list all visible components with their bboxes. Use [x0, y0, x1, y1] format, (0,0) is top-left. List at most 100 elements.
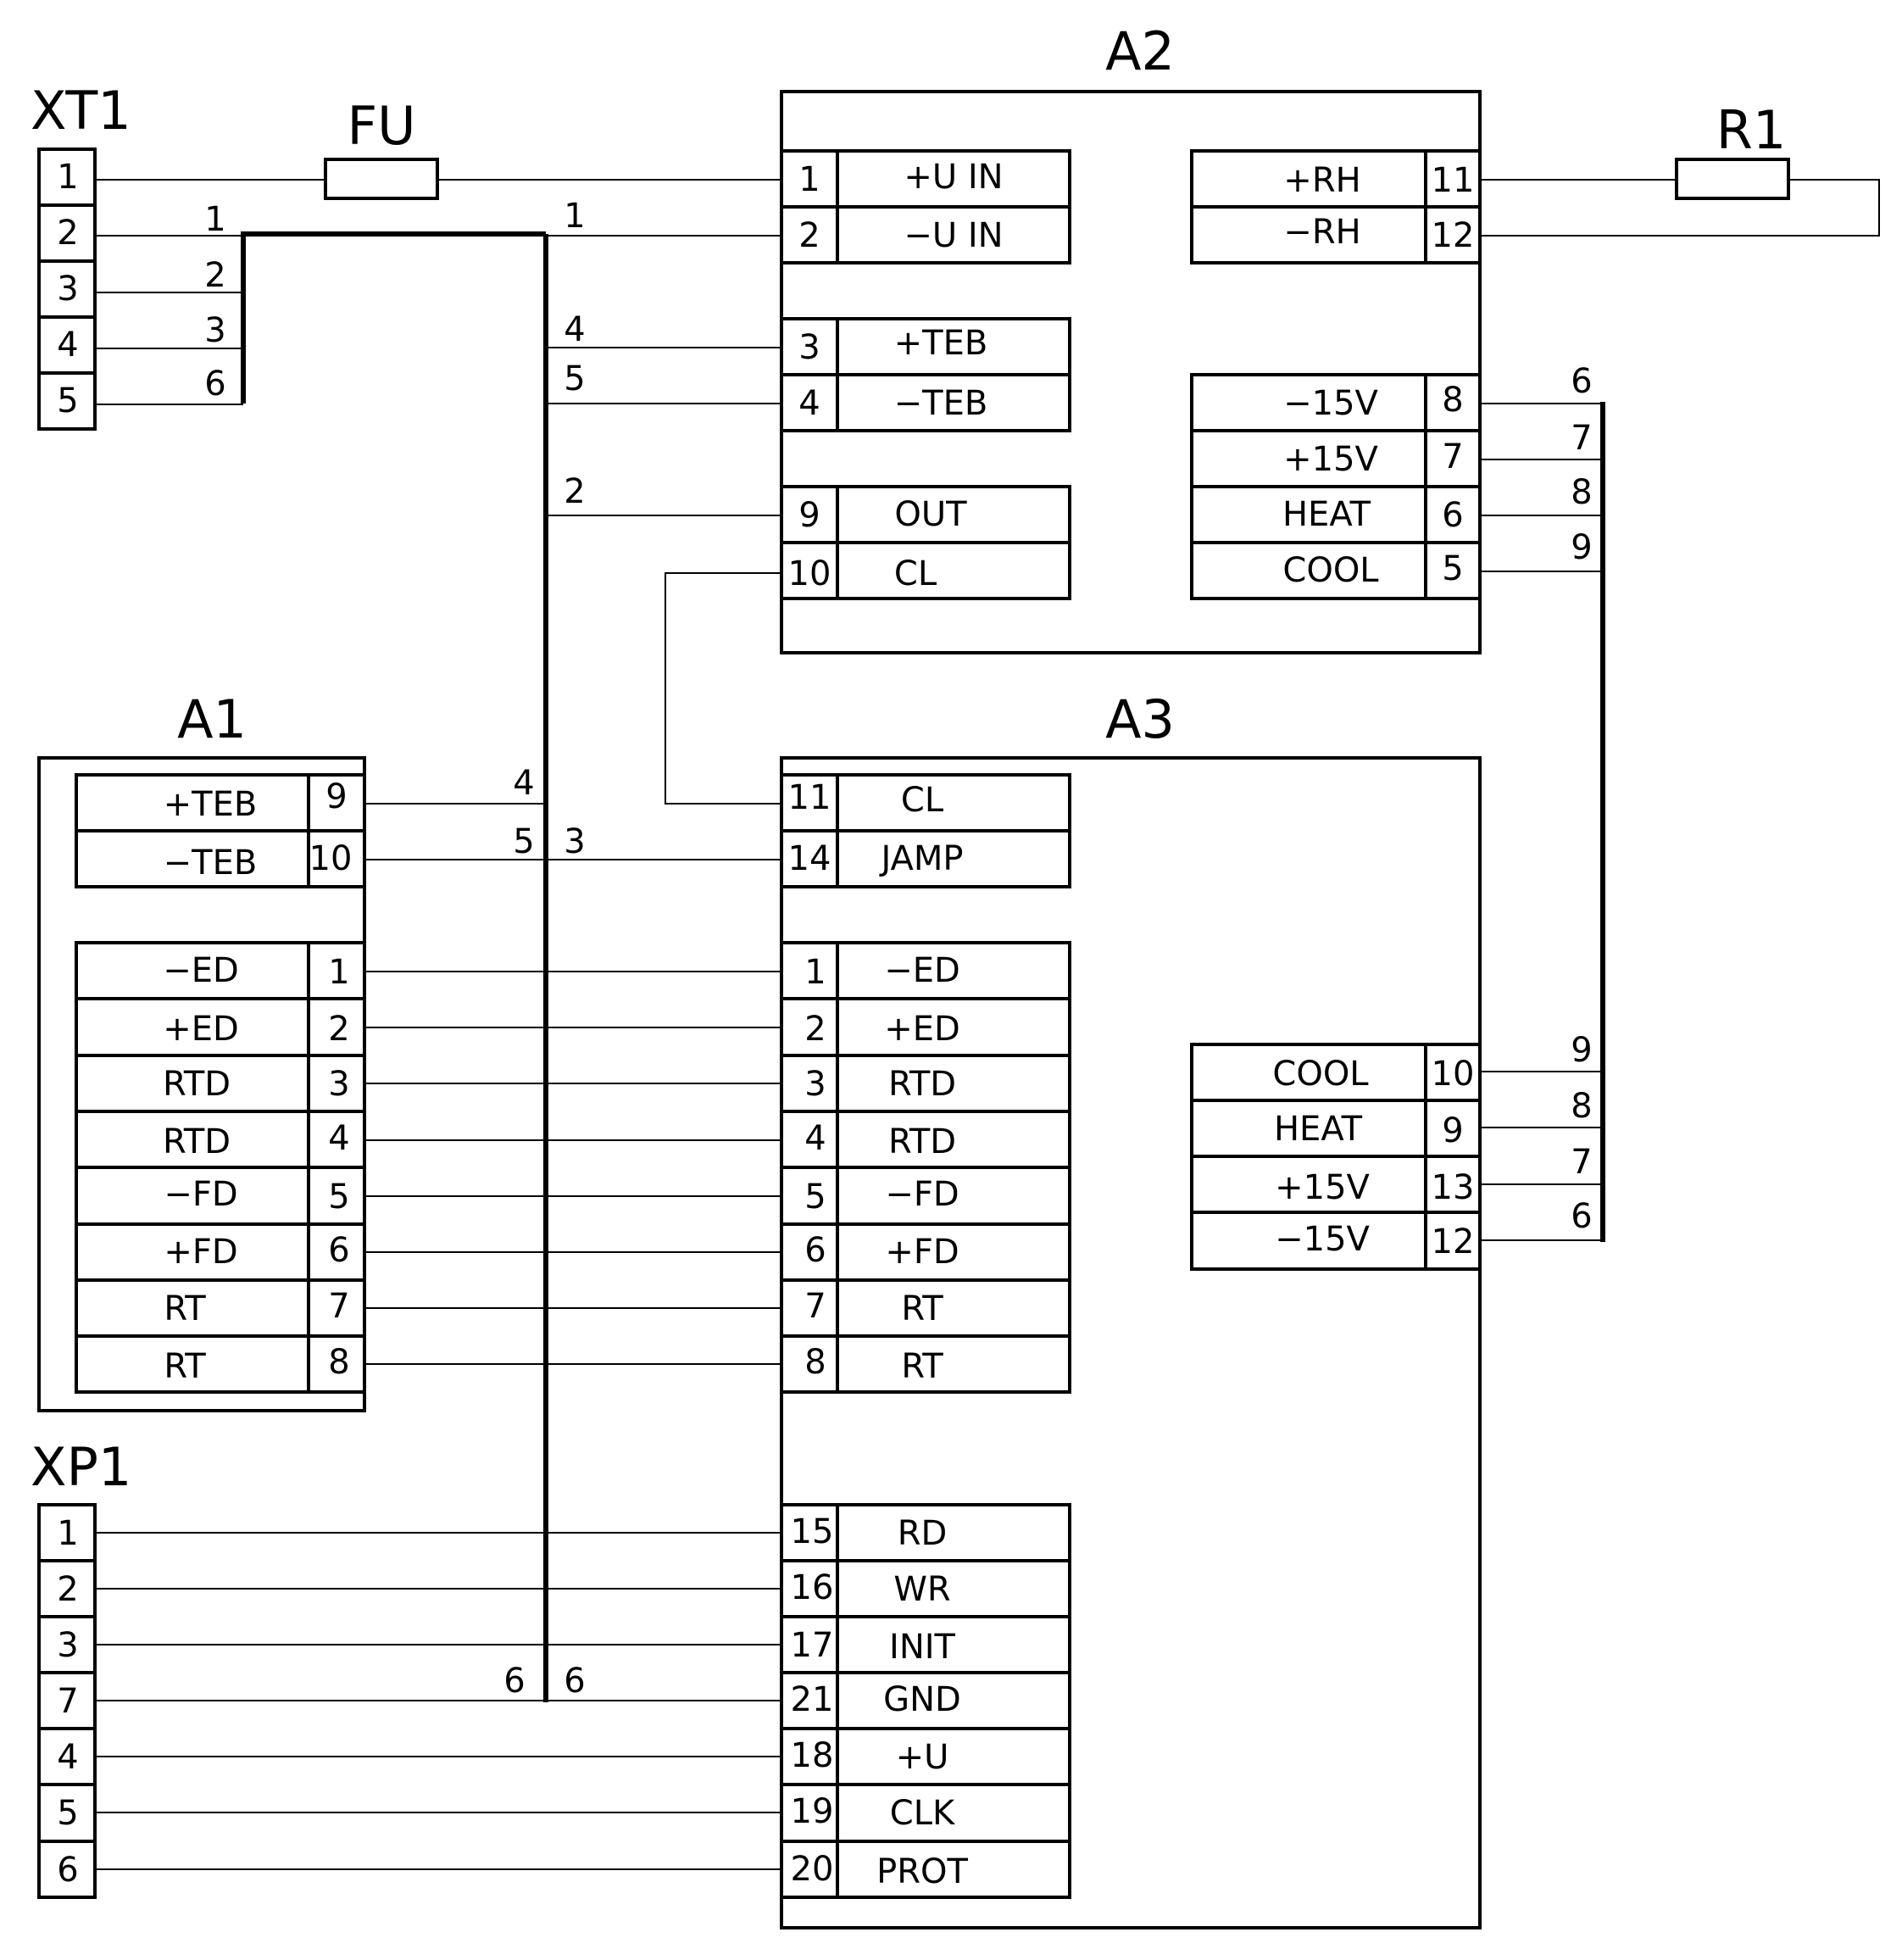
a3-signal: +FD: [885, 1233, 959, 1272]
xt1-pin: 1: [57, 158, 78, 197]
a3-pin: 11: [788, 778, 831, 817]
wire-number: 7: [1571, 419, 1592, 458]
a2-signal: −15V: [1283, 384, 1378, 423]
a2-pin: 3: [798, 328, 820, 367]
a1-pin: 6: [328, 1231, 349, 1270]
a3-pin: 17: [791, 1626, 834, 1665]
a3-signal: +U: [896, 1738, 949, 1777]
a3-pin: 18: [791, 1736, 834, 1775]
xt1-pin: 5: [57, 381, 78, 420]
a1-signal: −FD: [164, 1175, 237, 1214]
wire-number: 3: [204, 311, 225, 350]
wire-number: 6: [503, 1662, 525, 1701]
a3-signal: RT: [901, 1289, 943, 1328]
a1-designator: A1: [177, 688, 247, 750]
xp1-pin: 3: [57, 1626, 78, 1665]
xp1-connector: 1 2 3 7 4 5 6: [37, 1503, 97, 1899]
wire-number: 7: [1571, 1143, 1592, 1182]
a3-pin: 14: [788, 839, 831, 878]
fuse-symbol: [324, 158, 439, 200]
a2-designator: A2: [1105, 20, 1175, 82]
a2-pin: 11: [1432, 161, 1475, 200]
xt1-terminal-block: 1 2 3 4 5: [37, 148, 97, 431]
a3-signal: +ED: [884, 1010, 960, 1049]
a1-pin: 10: [309, 839, 353, 878]
fu-designator: FU: [347, 95, 415, 157]
a1-signal: RTD: [163, 1065, 231, 1104]
wire-number: 9: [1571, 1031, 1592, 1070]
a3-pin: 7: [804, 1287, 826, 1326]
wire-numbers: 1 2 3 6 1 4 5 2 3 6 4 5 6 6 7 8 9 9 8 7 …: [204, 197, 1592, 1701]
xp1-pin: 5: [57, 1794, 78, 1833]
a3-signal: INIT: [889, 1628, 956, 1667]
a3-pin: 8: [804, 1343, 826, 1382]
a2-pin: 12: [1432, 216, 1475, 255]
wire-number: 5: [513, 822, 534, 861]
a2-signal: +RH: [1283, 161, 1360, 200]
a2-pin: 4: [798, 384, 820, 423]
a1-module: +TEB 9 −TEB 10 −ED 1 +ED 2 RTD 3 RTD 4 −…: [37, 756, 366, 1412]
a3-pin: 12: [1432, 1222, 1475, 1261]
wire-number: 2: [204, 256, 225, 295]
a3-pin: 21: [791, 1680, 834, 1719]
a3-pin: 9: [1442, 1111, 1463, 1150]
xt1-pin: 3: [57, 270, 78, 309]
a3-module: 11 CL 14 JAMP 1 −ED 2 +ED 3 RTD 4 RTD 5 …: [780, 756, 1482, 1929]
wire-number: 3: [564, 822, 585, 861]
a1-pin: 1: [328, 953, 349, 992]
a3-signal: PROT: [876, 1852, 968, 1891]
a2-signal: COOL: [1282, 551, 1379, 590]
xp1-designator: XP1: [31, 1436, 131, 1498]
a1-signal: −ED: [163, 951, 239, 990]
a3-signal: WR: [893, 1570, 950, 1609]
a2-pin: 7: [1442, 437, 1463, 476]
a3-pin: 20: [791, 1850, 834, 1889]
wire-number: 4: [564, 310, 585, 349]
a3-signal: GND: [883, 1680, 961, 1719]
a3-signal: HEAT: [1274, 1110, 1363, 1149]
wire-number: 1: [564, 197, 585, 236]
a3-signal: RTD: [888, 1065, 956, 1104]
a2-pin: 10: [788, 554, 831, 593]
a1-signal: +FD: [164, 1233, 237, 1272]
xp1-pin: 6: [57, 1851, 78, 1890]
wire-number: 8: [1571, 1087, 1592, 1126]
wire-number: 9: [1571, 528, 1592, 567]
a3-pin: 16: [791, 1568, 834, 1607]
a3-pin: 10: [1432, 1055, 1475, 1094]
buses: [241, 231, 1605, 1702]
a2-signal: −TEB: [894, 384, 988, 423]
wire-number: 6: [1571, 1197, 1592, 1236]
xt1-frame: [37, 148, 97, 431]
wire-number: 2: [564, 472, 585, 511]
a2-signal: −U IN: [904, 216, 1003, 255]
xp1-pin: 1: [57, 1514, 78, 1553]
a1-signal: RT: [164, 1289, 206, 1328]
a3-pin: 1: [804, 953, 826, 992]
a2-signal: −RH: [1283, 213, 1360, 252]
a3-frame: [780, 756, 1482, 1929]
wire-number: 6: [1571, 362, 1592, 401]
wires: [96, 179, 1880, 1870]
a2-pin: 1: [798, 160, 820, 199]
a1-pin: 7: [328, 1287, 349, 1326]
a2-pin: 6: [1442, 496, 1463, 535]
resistor-symbol: [1675, 158, 1790, 200]
a3-signal: COOL: [1272, 1055, 1369, 1094]
a3-pin: 5: [804, 1178, 826, 1217]
a3-pin: 13: [1432, 1168, 1475, 1207]
a3-signal: RTD: [888, 1122, 956, 1161]
a3-pin: 3: [804, 1065, 826, 1104]
a3-pin: 2: [804, 1010, 826, 1049]
a2-signal: OUT: [894, 495, 967, 534]
xp1-pin: 7: [57, 1682, 78, 1721]
xt1-pin: 2: [57, 214, 78, 253]
a3-signal: +15V: [1275, 1168, 1370, 1207]
a3-signal: −FD: [885, 1175, 959, 1214]
a3-signal: CL: [901, 781, 944, 820]
a1-signal: −TEB: [164, 844, 258, 883]
a2-signal: HEAT: [1282, 495, 1371, 534]
xp1-pin: 2: [57, 1570, 78, 1609]
a1-pin: 4: [328, 1119, 349, 1158]
xp1-pin: 4: [57, 1738, 78, 1777]
